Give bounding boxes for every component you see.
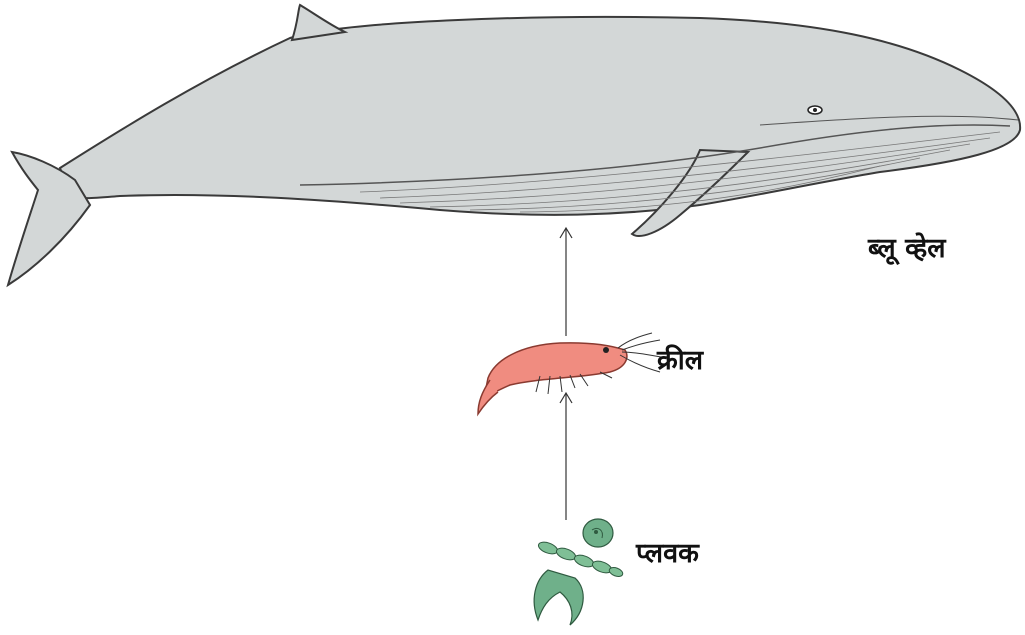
blue-whale-label: ब्लू व्हेल [868, 228, 946, 265]
plankton-label: प्लवक [636, 533, 699, 570]
whale-body [60, 17, 1020, 215]
krill-eye [603, 347, 609, 353]
krill-illustration [478, 333, 668, 414]
plankton-crescent-cell [534, 570, 583, 625]
arrow-plankton-to-krill [560, 393, 572, 520]
krill-label: क्रील [657, 340, 703, 377]
arrow-krill-to-whale [560, 228, 572, 336]
plankton-round-cell [583, 519, 613, 547]
whale-pupil [813, 108, 817, 112]
plankton-illustration [534, 519, 624, 625]
